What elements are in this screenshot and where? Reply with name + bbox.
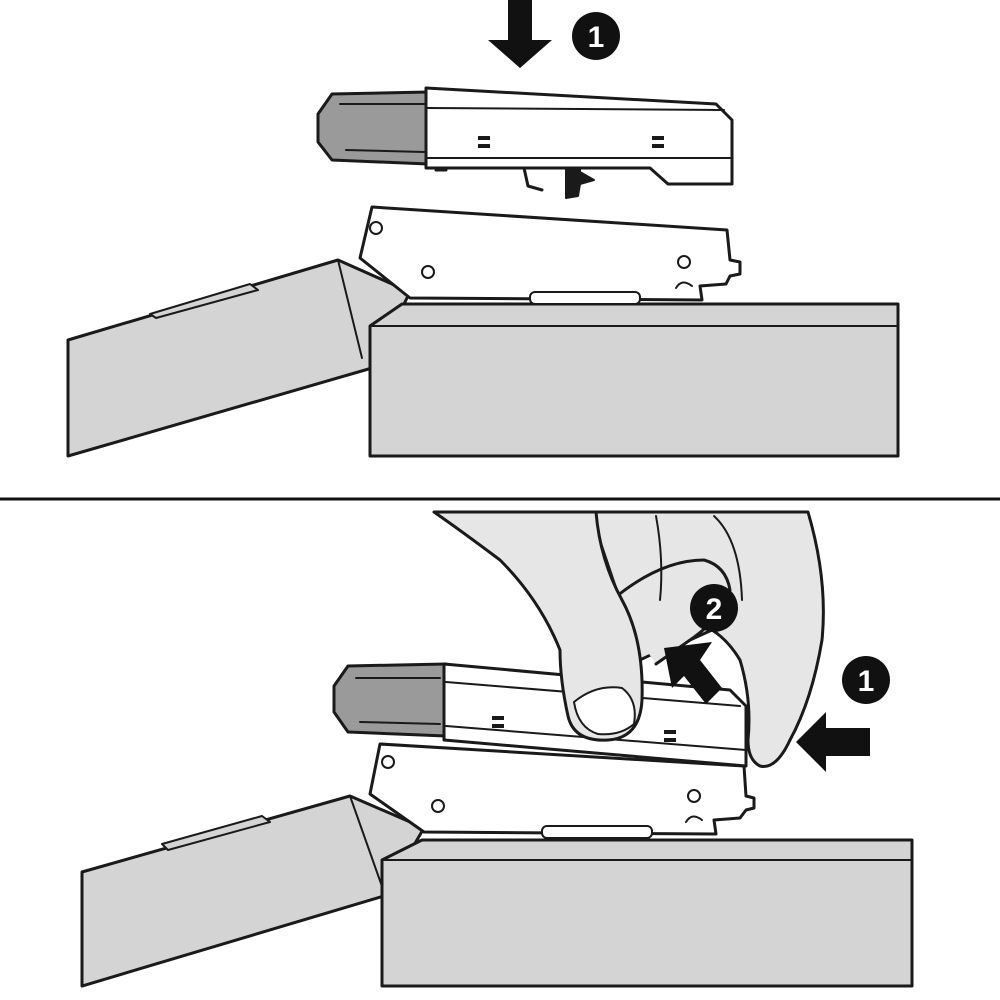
arrow-up-left-icon xyxy=(664,642,722,704)
hinge-arm xyxy=(316,86,734,199)
arrow-left-icon xyxy=(796,712,870,772)
door-panel xyxy=(80,794,426,988)
cabinet-side xyxy=(380,838,914,988)
step-number-badge xyxy=(690,584,738,632)
cabinet-side xyxy=(368,302,900,458)
door-panel xyxy=(66,258,412,458)
step-badge-label: 2 xyxy=(706,593,723,626)
step-badge-1-top: 1 xyxy=(572,12,620,60)
step-number-badge xyxy=(842,656,890,704)
step-number-badge xyxy=(572,12,620,60)
step-top-panel: 1 xyxy=(66,0,900,458)
arrow-down-icon xyxy=(488,0,552,68)
mounting-plate xyxy=(358,205,742,305)
mounting-plate xyxy=(368,742,756,839)
step-badge-label: 1 xyxy=(588,21,605,54)
step-badge-2: 2 xyxy=(690,584,738,632)
step-bottom-panel: 2 1 xyxy=(80,510,914,988)
step-badge-1-bottom: 1 xyxy=(842,656,890,704)
step-badge-label: 1 xyxy=(858,665,875,698)
